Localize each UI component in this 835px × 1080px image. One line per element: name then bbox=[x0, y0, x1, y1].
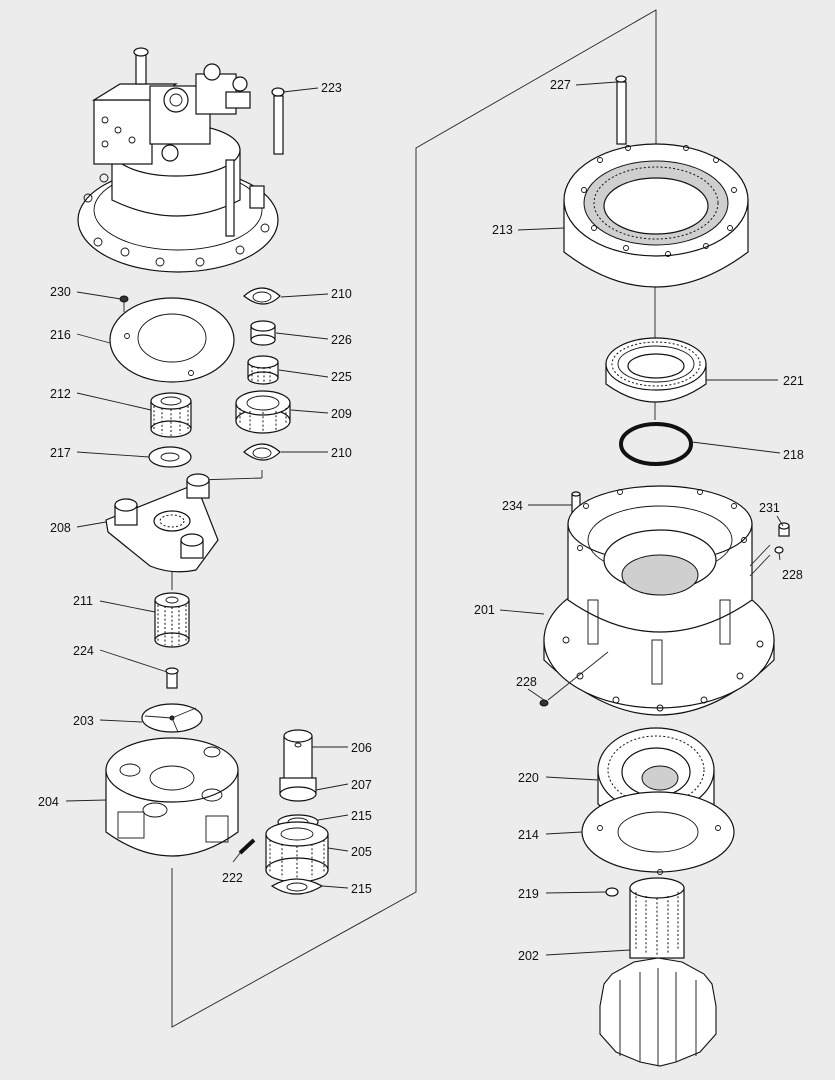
label-227: 227 bbox=[550, 78, 571, 92]
carrier-208 bbox=[105, 473, 219, 573]
gear-212 bbox=[150, 392, 192, 438]
label-208: 208 bbox=[50, 521, 71, 535]
shaft-206 bbox=[283, 729, 313, 781]
bearing-221 bbox=[605, 337, 707, 403]
ring-gear-213 bbox=[563, 143, 749, 288]
label-220: 220 bbox=[518, 771, 539, 785]
label-217: 217 bbox=[50, 446, 71, 460]
label-201: 201 bbox=[474, 603, 495, 617]
label-224: 224 bbox=[73, 644, 94, 658]
label-221: 221 bbox=[783, 374, 804, 388]
seal-ring-218 bbox=[619, 422, 693, 466]
label-204: 204 bbox=[38, 795, 59, 809]
label-203: 203 bbox=[73, 714, 94, 728]
label-210b: 210 bbox=[331, 446, 352, 460]
bolt-224 bbox=[165, 667, 179, 689]
label-231: 231 bbox=[759, 501, 780, 515]
leader-lines bbox=[65, 81, 784, 956]
label-228a: 228 bbox=[782, 568, 803, 582]
thrust-plate-210a bbox=[243, 287, 281, 305]
plate-216 bbox=[109, 297, 235, 383]
label-207: 207 bbox=[351, 778, 372, 792]
label-215a: 215 bbox=[351, 809, 372, 823]
label-202: 202 bbox=[518, 949, 539, 963]
bolt-227 bbox=[615, 75, 627, 145]
label-206: 206 bbox=[351, 741, 372, 755]
label-212: 212 bbox=[50, 387, 71, 401]
carrier-204 bbox=[105, 737, 239, 857]
swing-motor bbox=[77, 47, 279, 273]
sun-gear-211 bbox=[154, 592, 190, 648]
plug-231 bbox=[778, 522, 790, 537]
label-222: 222 bbox=[222, 871, 243, 885]
label-216: 216 bbox=[50, 328, 71, 342]
plug-228a bbox=[774, 546, 784, 554]
gear-209 bbox=[235, 390, 291, 434]
label-219: 219 bbox=[518, 887, 539, 901]
thrust-plate-203 bbox=[141, 703, 203, 733]
screw-219 bbox=[605, 887, 619, 897]
label-226: 226 bbox=[331, 333, 352, 347]
pin-222 bbox=[238, 838, 256, 855]
part-labels: 223 227 213 230 210 216 226 225 221 212 … bbox=[38, 78, 804, 963]
label-211: 211 bbox=[73, 594, 93, 608]
needle-bearing-225 bbox=[247, 355, 279, 385]
label-234: 234 bbox=[502, 499, 523, 513]
label-230: 230 bbox=[50, 285, 71, 299]
bushing-207 bbox=[279, 777, 317, 802]
plug-228b bbox=[539, 699, 549, 707]
washer-217 bbox=[148, 446, 192, 468]
thrust-washer-215b bbox=[270, 878, 324, 895]
label-214: 214 bbox=[518, 828, 539, 842]
bolt-223 bbox=[271, 87, 285, 155]
label-223: 223 bbox=[321, 81, 342, 95]
housing-201 bbox=[543, 485, 775, 716]
roller-bearing-220 bbox=[597, 727, 715, 831]
label-218: 218 bbox=[783, 448, 804, 462]
plate-214 bbox=[581, 791, 735, 875]
pinion-shaft-202 bbox=[599, 877, 717, 1067]
label-213: 213 bbox=[492, 223, 513, 237]
thrust-plate-210b bbox=[243, 443, 281, 461]
bushing-226 bbox=[250, 320, 276, 346]
label-210a: 210 bbox=[331, 287, 352, 301]
gear-205 bbox=[265, 821, 329, 883]
label-215b: 215 bbox=[351, 882, 372, 896]
label-225: 225 bbox=[331, 370, 352, 384]
screw-230 bbox=[119, 295, 129, 312]
label-209: 209 bbox=[331, 407, 352, 421]
label-205: 205 bbox=[351, 845, 372, 859]
label-228b: 228 bbox=[516, 675, 537, 689]
